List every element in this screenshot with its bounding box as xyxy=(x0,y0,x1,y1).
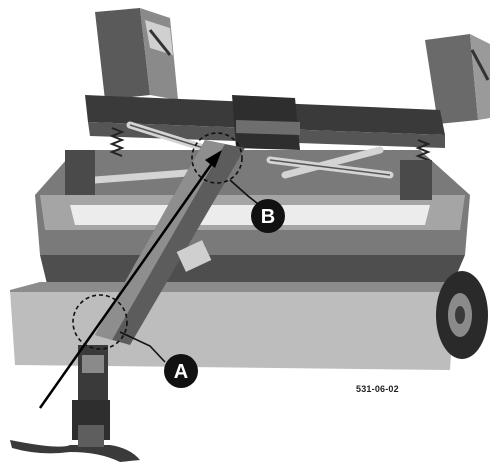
callout-b: B xyxy=(251,199,285,233)
right-upright-post xyxy=(425,34,490,124)
callout-b-label: B xyxy=(261,206,275,228)
highlight-circle-upper xyxy=(191,132,243,184)
highlight-circle-lower xyxy=(72,294,128,350)
figure-reference-code: 531-06-02 xyxy=(356,384,399,394)
right-wheel xyxy=(436,271,488,359)
top-frame-beam xyxy=(85,95,445,150)
left-upright-post xyxy=(95,8,178,100)
direction-arrow xyxy=(38,150,222,409)
linkage-outline xyxy=(129,124,391,176)
leader-line-a xyxy=(119,331,166,363)
mower-deck xyxy=(10,150,470,370)
callout-a: A xyxy=(164,354,198,388)
side-brackets xyxy=(65,150,432,200)
callout-a-label: A xyxy=(174,361,188,383)
hitch-assembly xyxy=(10,345,140,462)
